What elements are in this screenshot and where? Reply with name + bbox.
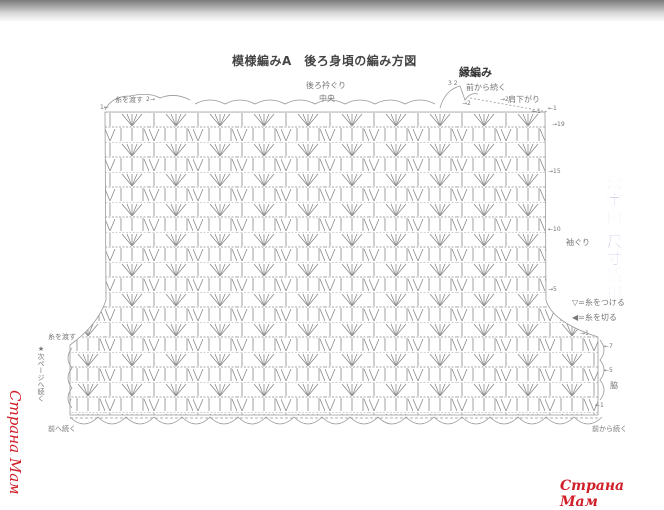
row-marker: →19 [552,121,565,128]
attach-yarn-legend: ▽=糸をつける [572,298,625,307]
cut-yarn-legend: ◀=糸を切る [572,313,617,322]
continue-from-front-bottom-label: 前から続く [592,425,627,433]
carry-yarn-top-label: 糸を渡す [115,96,143,104]
row-marker: 1← [100,104,109,111]
shoulder-slope-label: 肩下がり [508,95,540,104]
edging-label: 縁編み [459,66,492,79]
row-marker: →1 [580,330,589,337]
watermark-red-vertical: Страна Мам [6,390,24,495]
row-marker: →15 [548,168,561,175]
continue-from-front-top-label: 前から続く [466,83,506,92]
row-marker: ←1 [532,108,541,115]
center-label: 中央 [319,94,335,103]
neck-edging [104,85,549,113]
row-marker: 2→ [146,96,155,103]
back-body-chart [69,111,599,416]
row-marker: ←1 [548,105,557,112]
carry-yarn-left-label: 糸を渡す [48,333,76,341]
side-label: 脇 [610,381,618,390]
armhole-label: 袖ぐり [566,238,590,247]
continue-to-front-label: 前へ続く [48,425,76,433]
row-marker: →2 [500,96,509,103]
edge-rows-label: 3 2 [448,80,458,87]
next-page-note: ★次ページへ続く [37,345,45,402]
row-marker: →5 [548,286,557,293]
row-marker: ←10 [548,226,561,233]
bottom-scallop-edging [69,416,603,425]
back-neckline-label: 後ろ衿ぐり [306,81,346,90]
row-marker: ←7 [604,343,613,350]
side-arc-marks [67,339,605,409]
watermark-blue-vertical: 淘宝网 尺寸适用 [605,175,624,302]
watermark-red-bottom: Страна Мам [560,478,625,510]
chart-title: 模様編みA 後ろ身頃の編み方図 [232,54,417,68]
row-marker: ←5 [604,367,613,374]
top-shadow-band [0,0,664,22]
row-marker: →2 [462,100,471,107]
row-marker: ←1 [595,402,604,409]
